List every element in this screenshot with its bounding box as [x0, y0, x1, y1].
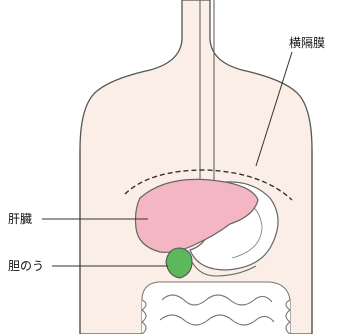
- diaphragm-label: 横隔膜: [289, 36, 325, 50]
- colon-haustra-right: [286, 300, 290, 334]
- liver-label: 肝臓: [8, 212, 32, 226]
- colon: [142, 282, 290, 334]
- gallbladder-label: 胆のう: [8, 259, 44, 273]
- intestines: [142, 282, 290, 334]
- colon-haustra-left: [142, 300, 146, 334]
